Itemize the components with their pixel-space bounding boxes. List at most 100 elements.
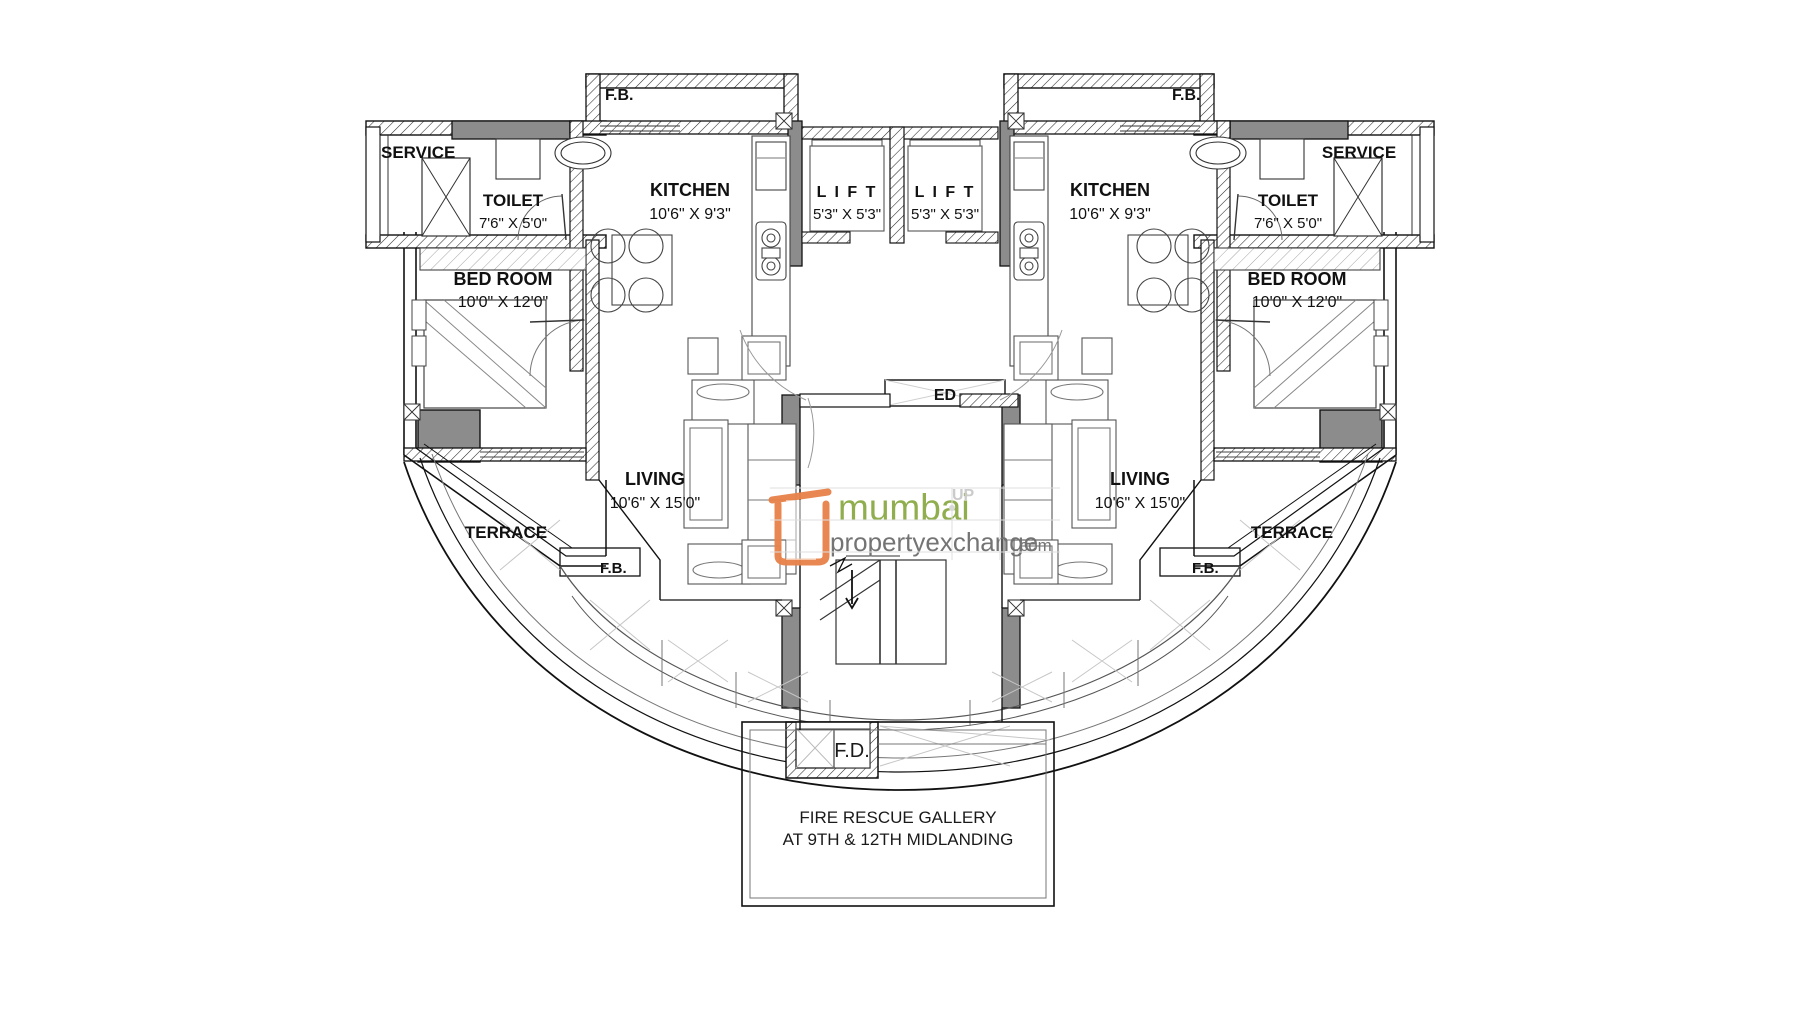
basin-inner-left xyxy=(560,141,606,165)
watermark-logo-icon xyxy=(768,488,832,566)
label-bedroom-right: BED ROOM xyxy=(1248,269,1347,289)
label-toilet-left: TOILET xyxy=(483,191,544,210)
sidetable-right-2 xyxy=(1013,539,1059,585)
kitchen-sink-right xyxy=(1013,141,1045,191)
chair-right-3 xyxy=(1136,277,1172,313)
lift-sill-right xyxy=(945,231,999,244)
sidetable-right xyxy=(1013,335,1059,381)
detail-lines xyxy=(775,112,1025,617)
bedroom-left xyxy=(403,247,587,463)
label-gallery-line1: FIRE RESCUE GALLERY xyxy=(799,808,996,827)
watermark: mumbai UP propertyexchange .com xyxy=(768,487,1060,566)
fb-right-slab xyxy=(1003,73,1215,89)
watermark-logo-inner xyxy=(786,500,816,560)
kitchen-sink-left xyxy=(755,141,787,191)
wardrobe-left xyxy=(419,247,587,271)
top-slabs xyxy=(365,120,1435,249)
label-living-left-dim: 10'6" X 15'0" xyxy=(610,495,700,512)
pillow-right-1 xyxy=(1373,299,1389,331)
label-fb-left-top: F.B. xyxy=(605,87,633,104)
label-lift-right-dim: 5'3" X 5'3" xyxy=(911,206,979,223)
coffee-table-right xyxy=(1071,419,1117,529)
kitchen-fixtures xyxy=(590,135,1210,367)
watermark-grid xyxy=(770,487,1060,560)
sofa-right-bottom xyxy=(1049,543,1113,585)
label-fb-right-bottom: F.B. xyxy=(1192,560,1219,577)
fd-box-group xyxy=(785,721,879,779)
labels: SERVICE SERVICE TOILET 7'6" X 5'0" TOILE… xyxy=(381,87,1396,849)
label-kitchen-right-dim: 10'6" X 9'3" xyxy=(1069,206,1151,223)
label-kitchen-left-dim: 10'6" X 9'3" xyxy=(649,206,731,223)
label-lift-left: L I F T xyxy=(817,184,878,201)
wall-top-left-kitchen xyxy=(569,120,791,135)
coffee-table-left xyxy=(683,419,729,529)
wc-right xyxy=(1259,138,1305,180)
label-gallery-line2: AT 9TH & 12TH MIDLANDING xyxy=(783,830,1014,849)
bedroom-lower-walls xyxy=(403,447,1397,462)
chair-left-1 xyxy=(590,228,626,264)
shaded-lintel-right xyxy=(1229,120,1349,140)
entrance-lobby xyxy=(739,329,1063,469)
label-bedroom-left: BED ROOM xyxy=(454,269,553,289)
wall-top-right-kitchen xyxy=(1009,120,1231,135)
watermark-badge: UP xyxy=(952,487,975,504)
basin-inner-right xyxy=(1195,141,1241,165)
label-fb-right-top: F.B. xyxy=(1172,87,1200,104)
service-wall-left xyxy=(365,126,381,243)
label-living-right: LIVING xyxy=(1110,469,1170,489)
label-ed: ED xyxy=(934,387,956,404)
fb-left-wall xyxy=(585,73,601,123)
toilet-fixtures xyxy=(495,136,1305,241)
chair-right-4 xyxy=(1174,277,1210,313)
label-lift-right: L I F T xyxy=(915,184,976,201)
sofa-left-top xyxy=(691,379,755,425)
lift-door-left xyxy=(811,139,883,147)
chair-right-2 xyxy=(1174,228,1210,264)
wc-left xyxy=(495,138,541,180)
fb-lower-left xyxy=(559,547,641,577)
lift-divider-wall xyxy=(889,126,905,244)
fb-left-slab xyxy=(585,73,797,89)
label-service-left: SERVICE xyxy=(381,143,455,162)
lift-sill-left xyxy=(801,231,851,244)
sofa-left-bottom xyxy=(687,543,751,585)
pillow-right-2 xyxy=(1373,335,1389,367)
label-bedroom-right-dim: 10'0" X 12'0" xyxy=(1252,294,1342,311)
pillow-left-1 xyxy=(411,299,427,331)
label-toilet-right-dim: 7'6" X 5'0" xyxy=(1254,215,1322,232)
armchair-right-1 xyxy=(1081,337,1113,375)
label-toilet-left-dim: 7'6" X 5'0" xyxy=(479,215,547,232)
label-bedroom-left-dim: 10'0" X 12'0" xyxy=(458,294,548,311)
service-wall-right xyxy=(1419,126,1435,243)
fire-rescue-gallery-box xyxy=(741,721,1055,907)
label-terrace-right: TERRACE xyxy=(1251,523,1333,542)
wall-toilet-kitchen-left xyxy=(569,120,584,372)
label-fd: F.D. xyxy=(834,740,870,762)
fb-projections-top xyxy=(585,73,1215,123)
bedroom-right xyxy=(1213,247,1397,463)
label-kitchen-left: KITCHEN xyxy=(650,180,730,200)
fb-lower-right xyxy=(1159,547,1241,577)
dining-table-left xyxy=(611,234,673,306)
sofa-right-top xyxy=(1045,379,1109,425)
lift-cabin-right xyxy=(907,145,983,232)
armchair-left-1 xyxy=(687,337,719,375)
watermark-brand-suffix: .com xyxy=(1015,536,1052,555)
staircase xyxy=(819,555,947,665)
lift-cabin-left xyxy=(809,145,885,232)
main-walls xyxy=(569,120,1231,709)
label-lift-left-dim: 5'3" X 5'3" xyxy=(813,206,881,223)
pillow-left-2 xyxy=(411,335,427,367)
label-service-right: SERVICE xyxy=(1322,143,1396,162)
watermark-brand-line1: mumbai xyxy=(838,487,970,528)
wall-toilet-kitchen-right xyxy=(1216,120,1231,372)
label-terrace-left: TERRACE xyxy=(465,523,547,542)
lift-door-right xyxy=(909,139,981,147)
label-kitchen-right: KITCHEN xyxy=(1070,180,1150,200)
label-living-left: LIVING xyxy=(625,469,685,489)
label-fb-left-bottom: F.B. xyxy=(600,560,627,577)
fb-projections-lower xyxy=(559,547,1241,577)
wall-living-right xyxy=(1200,239,1215,481)
